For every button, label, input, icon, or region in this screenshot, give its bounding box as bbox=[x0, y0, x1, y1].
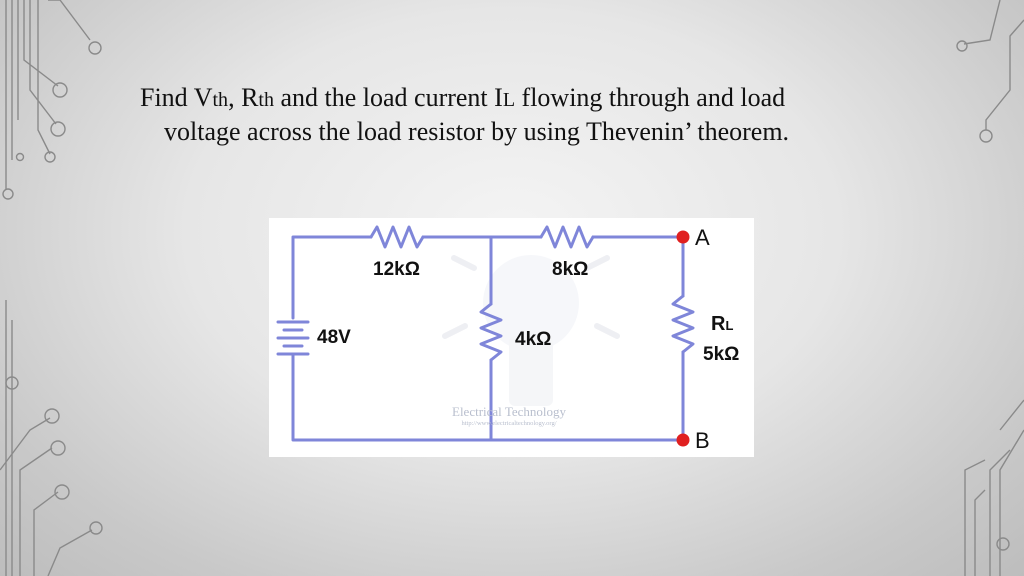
wire-top-right bbox=[591, 235, 685, 298]
q-sub-2: th bbox=[258, 89, 274, 111]
rl-value-label: 5kΩ bbox=[703, 344, 739, 365]
wire-top-left bbox=[291, 235, 373, 320]
q-part-1: Find V bbox=[140, 83, 213, 112]
resistor-4k-icon bbox=[479, 302, 503, 362]
rl-label: RL bbox=[711, 313, 733, 335]
lightbulb-watermark-icon bbox=[442, 255, 620, 406]
q-sub-3: L bbox=[502, 89, 516, 111]
q-part-3: and the load current I bbox=[273, 83, 503, 112]
resistor-12k-icon bbox=[369, 225, 425, 249]
terminal-b-label: B bbox=[695, 428, 710, 453]
r3-label: 4kΩ bbox=[515, 329, 551, 350]
terminal-a-label: A bbox=[695, 225, 710, 250]
question-text: Find Vth, Rth and the load current IL fl… bbox=[140, 82, 920, 148]
watermark-title: Electrical Technology bbox=[452, 404, 566, 419]
r2-label: 8kΩ bbox=[552, 259, 588, 280]
wire-bottom bbox=[291, 352, 685, 442]
resistor-8k-icon bbox=[539, 225, 595, 249]
q-sub-1: th bbox=[212, 89, 229, 111]
question-line-2: voltage across the load resistor by usin… bbox=[164, 117, 790, 146]
circuit-svg: 12kΩ 8kΩ 48V 4kΩ RL 5kΩ A B Electrical T… bbox=[276, 225, 739, 453]
source-label: 48V bbox=[317, 327, 351, 348]
terminal-a-dot bbox=[676, 230, 690, 244]
resistor-load-icon bbox=[671, 294, 695, 354]
q-part-2: , R bbox=[228, 83, 259, 112]
question-line-1: Find Vth, Rth and the load current IL fl… bbox=[140, 82, 920, 116]
watermark-url: http://www.electricaltechnology.org/ bbox=[461, 420, 556, 427]
q-part-4: flowing through and load bbox=[515, 83, 786, 112]
terminal-b-dot bbox=[676, 433, 690, 447]
circuit-diagram: 12kΩ 8kΩ 48V 4kΩ RL 5kΩ A B Electrical T… bbox=[269, 218, 754, 457]
r1-label: 12kΩ bbox=[373, 259, 420, 280]
battery-icon bbox=[276, 320, 310, 356]
